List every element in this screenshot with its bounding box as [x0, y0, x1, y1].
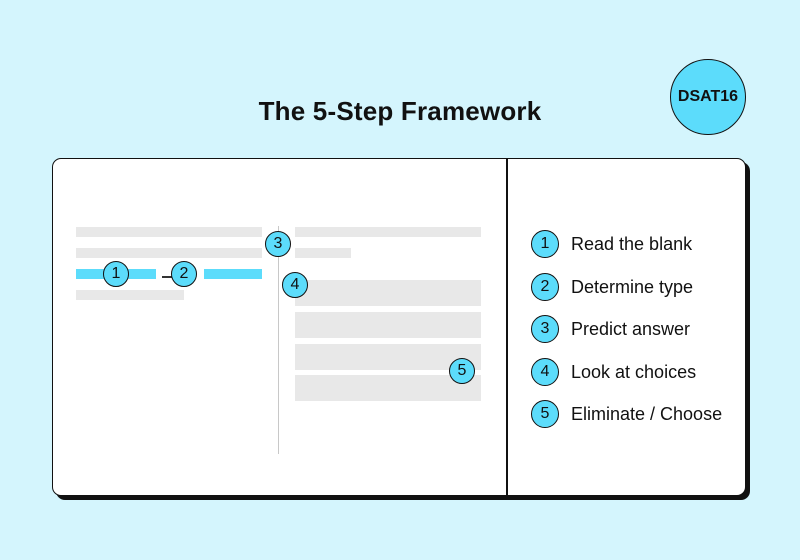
question-line: [295, 227, 481, 237]
question-line: [295, 248, 351, 258]
blank-underscore: [162, 276, 172, 278]
highlighted-passage-line: [204, 269, 262, 279]
step-number-badge: 5: [531, 400, 559, 428]
answer-choice: [295, 375, 481, 401]
step-marker-1: 1: [103, 261, 129, 287]
step-label: Read the blank: [571, 233, 693, 254]
step-label: Look at choices: [571, 361, 697, 382]
step-number-badge: 4: [531, 358, 559, 386]
answer-choice: [295, 312, 481, 338]
step-item: 5 Eliminate / Choose: [531, 400, 722, 428]
card-divider: [506, 158, 508, 496]
step-label: Predict answer: [571, 318, 691, 339]
step-item: 3 Predict answer: [531, 315, 690, 343]
step-marker-5: 5: [449, 358, 475, 384]
passage-line: [76, 290, 184, 300]
brand-badge: DSAT16: [670, 59, 746, 135]
step-number-badge: 1: [531, 230, 559, 258]
passage-line: [76, 227, 262, 237]
step-number-badge: 3: [531, 315, 559, 343]
step-label: Determine type: [571, 276, 694, 297]
step-marker-2: 2: [171, 261, 197, 287]
step-marker-4: 4: [282, 272, 308, 298]
step-number-badge: 2: [531, 273, 559, 301]
step-item: 4 Look at choices: [531, 358, 696, 386]
step-item: 2 Determine type: [531, 273, 693, 301]
step-marker-3: 3: [265, 231, 291, 257]
step-item: 1 Read the blank: [531, 230, 692, 258]
passage-line: [76, 248, 262, 258]
answer-choice: [295, 280, 481, 306]
page-title: The 5-Step Framework: [258, 96, 542, 126]
step-label: Eliminate / Choose: [571, 403, 723, 424]
illustration-divider: [278, 226, 279, 454]
